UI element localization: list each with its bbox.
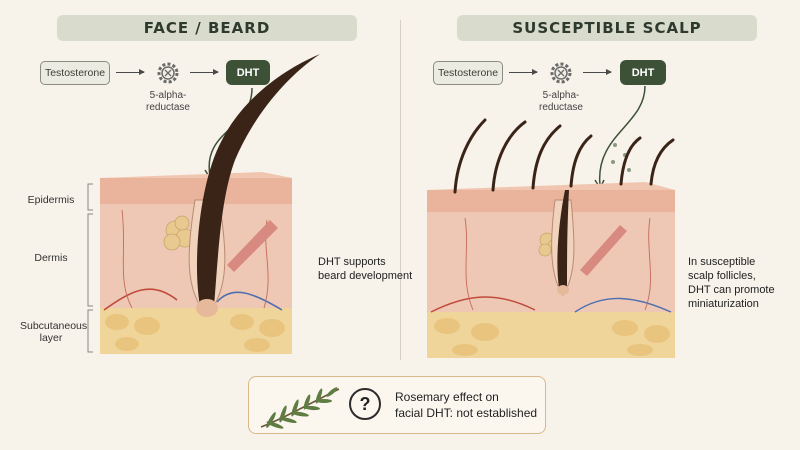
rosemary-callout: ? Rosemary effect on facial DHT: not est… <box>248 376 546 434</box>
left-skin-diagram <box>100 54 320 354</box>
right-dht-pill: DHT <box>620 60 666 85</box>
left-testosterone-pill: Testosterone <box>40 61 110 85</box>
left-panel-note: DHT supports beard development <box>318 256 413 282</box>
layer-label-subcutaneous: Subcutaneous layer <box>20 320 88 344</box>
left-arrow-2 <box>190 69 219 75</box>
right-enzyme-gear-icon <box>550 62 572 84</box>
left-panel-title: FACE / BEARD <box>57 15 357 41</box>
right-arrow-1 <box>509 69 538 75</box>
left-arrow-1 <box>116 69 145 75</box>
layer-brackets <box>87 183 93 353</box>
right-panel-title: SUSCEPTIBLE SCALP <box>457 15 757 41</box>
panel-divider <box>400 20 401 360</box>
right-panel-note: In susceptible scalp follicles, DHT can … <box>688 256 775 310</box>
left-dht-pill: DHT <box>226 60 270 85</box>
right-skin-diagram <box>427 85 675 358</box>
right-testosterone-pill: Testosterone <box>433 61 503 85</box>
left-enzyme-label: 5-alpha- reductase <box>146 90 190 113</box>
rosemary-callout-text: Rosemary effect on facial DHT: not estab… <box>395 390 538 420</box>
right-arrow-2 <box>583 69 612 75</box>
question-circle-icon: ? <box>349 388 381 420</box>
layer-label-epidermis: Epidermis <box>27 194 75 206</box>
layer-label-dermis: Dermis <box>34 252 68 264</box>
left-enzyme-gear-icon <box>157 62 179 84</box>
right-enzyme-label: 5-alpha- reductase <box>539 90 583 113</box>
rosemary-sprig-icon <box>260 387 340 429</box>
